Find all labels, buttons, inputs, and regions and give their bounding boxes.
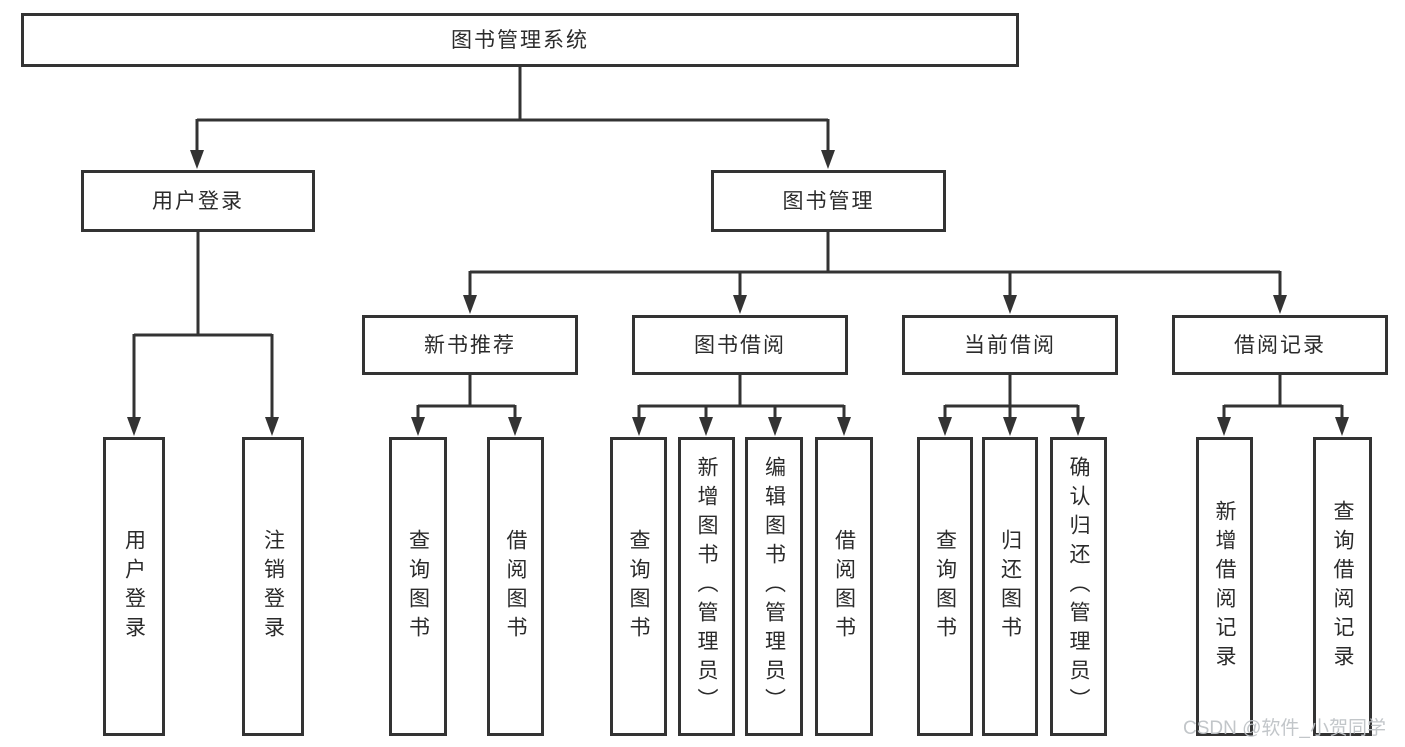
node-root-system-label: 图书管理系统 <box>451 28 589 52</box>
node-br-query-record: 查询借阅记录 <box>1313 437 1372 736</box>
node-bb-edit-book-admin: 编辑图书（管理员） <box>745 437 803 736</box>
node-current-borrowing: 当前借阅 <box>902 315 1118 375</box>
node-user-login: 用户登录 <box>81 170 315 232</box>
node-cb-confirm-return-admin: 确认归还（管理员） <box>1050 437 1107 736</box>
node-user-login-label: 用户登录 <box>152 189 244 213</box>
connector-user-login <box>127 232 279 436</box>
node-br-query-record-label: 查询借阅记录 <box>1331 499 1354 674</box>
node-current-borrowing-label: 当前借阅 <box>964 333 1056 357</box>
node-bb-edit-book-admin-label: 编辑图书（管理员） <box>762 456 786 717</box>
node-rec-query-book: 查询图书 <box>389 437 447 736</box>
node-bb-add-book-admin: 新增图书（管理员） <box>678 437 735 736</box>
node-leaf-user-login: 用户登录 <box>103 437 165 736</box>
node-leaf-user-login-label: 用户登录 <box>122 528 146 645</box>
node-cb-confirm-return-admin-label: 确认归还（管理员） <box>1067 456 1090 717</box>
node-new-book-recommend-label: 新书推荐 <box>424 333 516 357</box>
node-root-system: 图书管理系统 <box>21 13 1019 67</box>
node-borrow-records: 借阅记录 <box>1172 315 1388 375</box>
node-borrow-records-label: 借阅记录 <box>1234 333 1326 357</box>
node-br-add-record: 新增借阅记录 <box>1196 437 1253 736</box>
node-br-add-record-label: 新增借阅记录 <box>1213 499 1236 674</box>
node-bb-borrow-book-label: 借阅图书 <box>832 528 856 645</box>
node-leaf-logout-label: 注销登录 <box>261 528 285 645</box>
node-book-management-label: 图书管理 <box>782 189 875 213</box>
connector-book-mgmt <box>463 232 1287 314</box>
node-leaf-logout: 注销登录 <box>242 437 304 736</box>
node-bb-borrow-book: 借阅图书 <box>815 437 873 736</box>
connector-new-book-rec <box>411 375 522 436</box>
node-cb-query-book: 查询图书 <box>917 437 973 736</box>
node-new-book-recommend: 新书推荐 <box>362 315 578 375</box>
node-cb-query-book-label: 查询图书 <box>933 528 957 645</box>
node-rec-borrow-book: 借阅图书 <box>487 437 544 736</box>
node-bb-add-book-admin-label: 新增图书（管理员） <box>695 456 718 717</box>
node-cb-return-book-label: 归还图书 <box>998 528 1022 645</box>
node-book-borrowing-label: 图书借阅 <box>694 333 786 357</box>
connector-book-borrow <box>632 375 851 436</box>
connector-current-borrow <box>938 375 1085 436</box>
node-book-management: 图书管理 <box>711 170 946 232</box>
node-book-borrowing: 图书借阅 <box>632 315 848 375</box>
node-bb-query-book-label: 查询图书 <box>627 528 650 645</box>
connector-root <box>190 67 835 169</box>
node-rec-query-book-label: 查询图书 <box>406 528 430 645</box>
csdn-watermark: CSDN @软件_小贺同学 <box>1183 718 1386 739</box>
node-rec-borrow-book-label: 借阅图书 <box>504 528 527 645</box>
connector-borrow-record <box>1217 375 1349 436</box>
node-bb-query-book: 查询图书 <box>610 437 667 736</box>
node-cb-return-book: 归还图书 <box>982 437 1038 736</box>
